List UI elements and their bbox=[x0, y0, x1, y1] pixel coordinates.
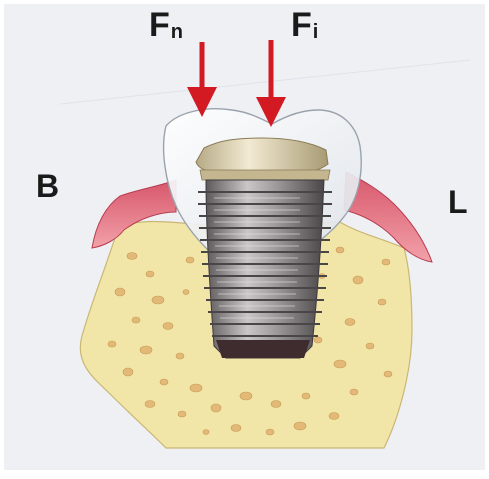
force-inclined-subscript: i bbox=[313, 21, 319, 43]
lingual-label: L bbox=[448, 186, 468, 218]
implant-body bbox=[206, 180, 324, 358]
abutment-band bbox=[200, 170, 330, 180]
force-inclined-symbol: F bbox=[291, 6, 312, 44]
force-normal-subscript: n bbox=[171, 21, 183, 43]
implant-apex bbox=[216, 340, 310, 358]
buccal-label: B bbox=[36, 170, 59, 202]
abutment bbox=[196, 138, 328, 172]
force-inclined-label: Fi bbox=[291, 8, 318, 42]
force-normal-label: Fn bbox=[149, 8, 183, 42]
force-normal-symbol: F bbox=[149, 6, 170, 44]
